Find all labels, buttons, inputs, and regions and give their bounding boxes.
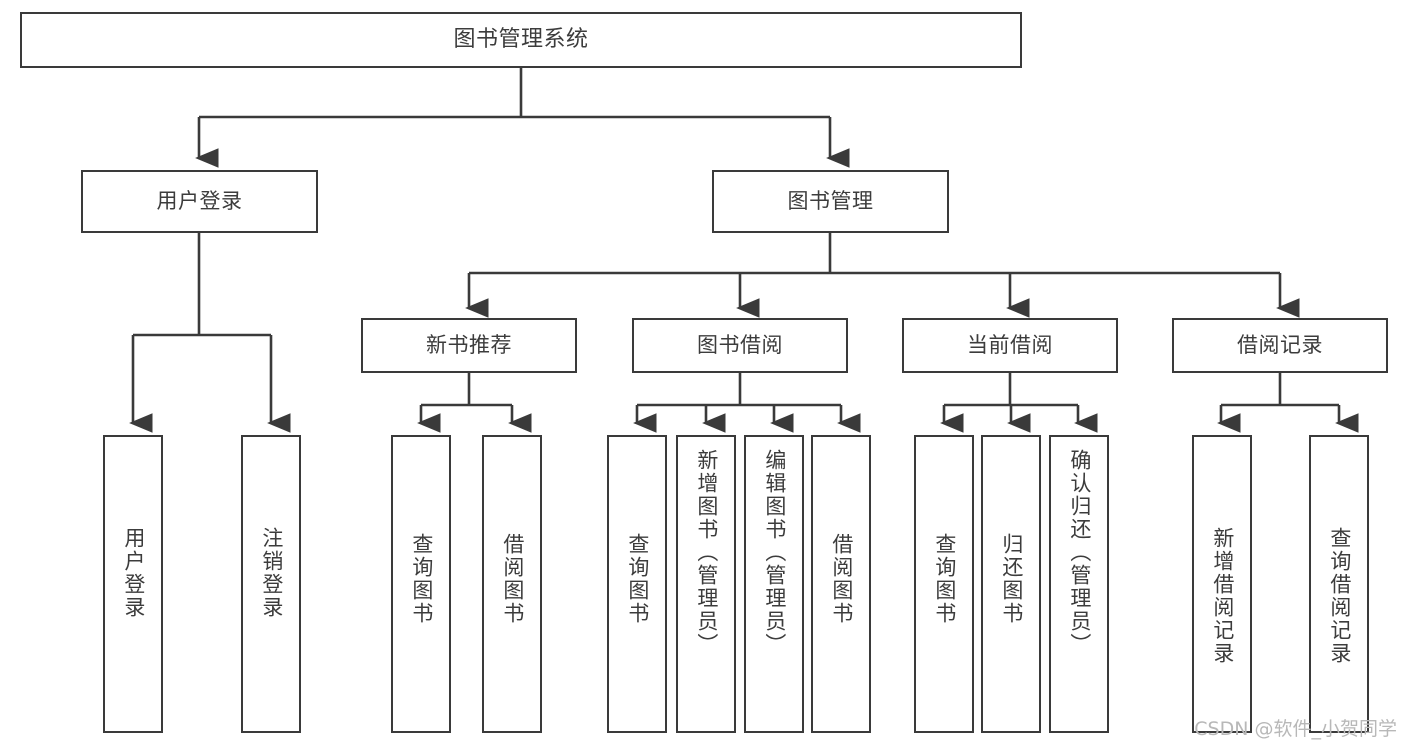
leaf-record-query-borrow-record[interactable]: 查询借阅记录 [1309,435,1369,733]
leaf-current-query-book[interactable]: 查询图书 [914,435,974,733]
leaf-current-return-book[interactable]: 归还图书 [981,435,1041,733]
node-label: 编辑图书（管理员） [762,449,787,656]
node-book-borrow[interactable]: 图书借阅 [632,318,848,373]
leaf-recommend-borrow-book[interactable]: 借阅图书 [482,435,542,733]
node-label: 借阅记录 [1237,332,1323,357]
node-current-borrow[interactable]: 当前借阅 [902,318,1118,373]
node-book-management[interactable]: 图书管理 [712,170,949,233]
node-borrow-record[interactable]: 借阅记录 [1172,318,1388,373]
node-label: 归还图书 [999,533,1024,625]
node-label: 新增借阅记录 [1210,527,1235,665]
node-root-system[interactable]: 图书管理系统 [20,12,1022,68]
node-label: 当前借阅 [967,332,1053,357]
leaf-current-confirm-return-admin[interactable]: 确认归还（管理员） [1049,435,1109,733]
node-label: 查询图书 [932,533,957,625]
node-label: 图书管理 [787,188,874,213]
node-label: 确认归还（管理员） [1067,449,1092,656]
node-new-book-recommend[interactable]: 新书推荐 [361,318,577,373]
node-label: 借阅图书 [829,533,854,625]
node-label: 新书推荐 [426,332,512,357]
node-label: 借阅图书 [500,533,525,625]
node-label: 新增图书（管理员） [694,449,719,656]
leaf-record-add-borrow-record[interactable]: 新增借阅记录 [1192,435,1252,733]
node-label: 图书借阅 [697,332,783,357]
leaf-recommend-query-book[interactable]: 查询图书 [391,435,451,733]
node-user-login[interactable]: 用户登录 [81,170,318,233]
leaf-user-login-signout[interactable]: 注销登录 [241,435,301,733]
leaf-user-login-signin[interactable]: 用户登录 [103,435,163,733]
node-label: 查询图书 [409,533,434,625]
node-label: 图书管理系统 [453,26,589,52]
leaf-borrow-edit-book-admin[interactable]: 编辑图书（管理员） [744,435,804,733]
node-label: 查询借阅记录 [1327,527,1352,665]
csdn-watermark: CSDN @软件_小贺同学 [1194,718,1397,740]
node-label: 用户登录 [156,188,243,213]
node-label: 用户登录 [121,527,146,619]
node-label: 查询图书 [625,533,650,625]
leaf-borrow-borrow-book[interactable]: 借阅图书 [811,435,871,733]
node-label: 注销登录 [259,527,284,619]
leaf-borrow-query-book[interactable]: 查询图书 [607,435,667,733]
leaf-borrow-add-book-admin[interactable]: 新增图书（管理员） [676,435,736,733]
